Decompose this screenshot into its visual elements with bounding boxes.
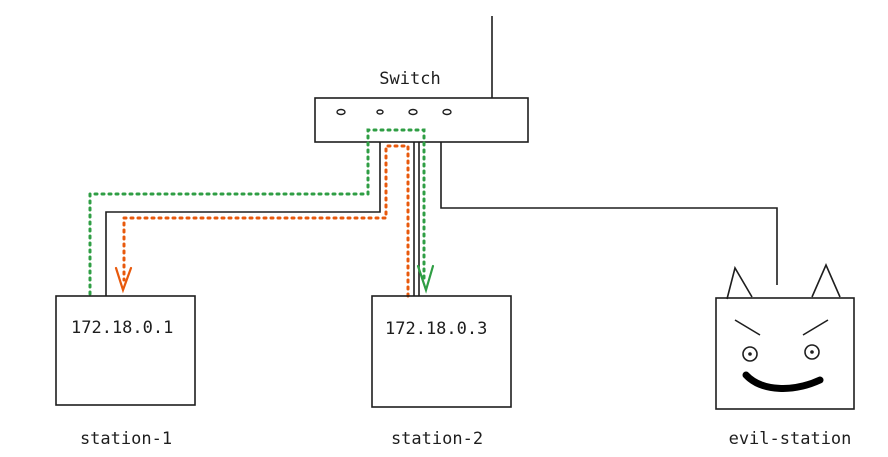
orange-packet-path: [114, 144, 410, 298]
switch: Switch: [314, 16, 529, 143]
station-1-label: station-1: [80, 429, 172, 449]
green-dotted-route: [88, 128, 426, 296]
evil-left-pupil: [748, 352, 752, 356]
evil-left-eye: [742, 346, 758, 362]
evil-station-label: evil-station: [729, 429, 852, 449]
evil-smile: [742, 371, 824, 392]
orange-arrow-head: [114, 266, 133, 294]
evil-left-ear: [726, 265, 753, 300]
evil-station-box: [715, 297, 855, 410]
switch-body: [314, 97, 529, 143]
cable-evil-station: [440, 142, 778, 285]
evil-left-brow: [734, 319, 761, 336]
port-led-4: [442, 108, 452, 116]
station-1: 172.18.0.1 station-1: [55, 295, 196, 449]
cable-station-1: [105, 142, 381, 296]
station-1-box: [55, 295, 196, 406]
evil-right-brow: [802, 319, 829, 336]
station-2-ip: 172.18.0.3: [385, 319, 487, 339]
station-2: 172.18.0.3 station-2: [371, 295, 512, 449]
green-packet-path: [88, 128, 435, 296]
cables: [105, 142, 778, 296]
evil-right-ear: [811, 263, 841, 298]
station-1-ip: 172.18.0.1: [71, 318, 173, 338]
orange-dotted-route: [122, 144, 410, 298]
station-2-label: station-2: [391, 429, 483, 449]
port-led-2: [376, 109, 384, 115]
evil-station: evil-station: [715, 263, 855, 449]
port-led-1: [336, 108, 346, 116]
station-2-box: [371, 295, 512, 408]
green-arrow-head: [416, 264, 435, 294]
port-led-3: [408, 108, 418, 116]
evil-right-eye: [804, 344, 820, 360]
switch-port-leds: [336, 108, 452, 116]
switch-label: Switch: [379, 69, 440, 89]
evil-right-pupil: [810, 350, 814, 354]
